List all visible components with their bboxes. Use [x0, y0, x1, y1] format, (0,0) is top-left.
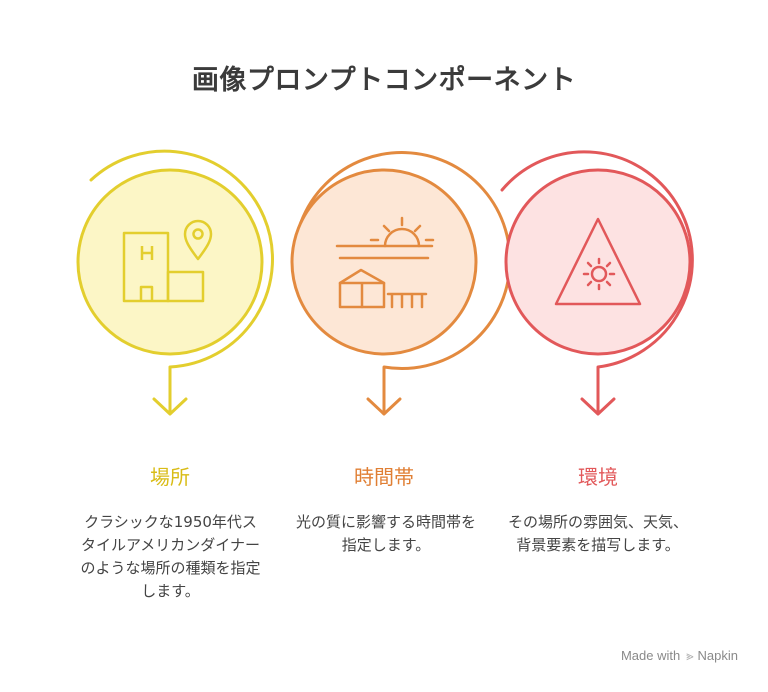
step-3-label: 環境: [578, 465, 618, 489]
sunrise-landscape-icon: [335, 216, 435, 309]
step-2-graphic: [290, 151, 512, 416]
step-3-description: その場所の雰囲気、天気、背景要素を描写します。: [508, 513, 689, 554]
step-1-description: クラシックな1950年代スタイルアメリカンダイナーのような場所の種類を指定します…: [80, 513, 261, 600]
step-1-label: 場所: [150, 465, 190, 489]
footer-brand: Napkin: [697, 648, 738, 663]
step-2-circle: [290, 168, 478, 356]
step-1-arrow: [152, 397, 188, 416]
step-3-arrow: [580, 397, 616, 416]
step-3-graphic: [500, 150, 694, 416]
step-2-arrow: [366, 397, 402, 416]
warning-sun-icon: [554, 217, 642, 306]
step-1-circle: [76, 168, 264, 356]
footer-made-with: Made with: [620, 648, 681, 663]
step-1-graphic: [76, 149, 274, 416]
step-2-description: 光の質に影響する時間帯を指定します。: [296, 513, 477, 554]
step-2-label: 時間帯: [354, 465, 414, 489]
footer-attribution[interactable]: Made with ⪢Napkin: [621, 648, 738, 664]
napkin-logo-icon: ⪢: [686, 648, 694, 663]
building-location-icon: [122, 219, 213, 303]
page-title: 画像プロンプトコンポーネント: [191, 65, 577, 96]
